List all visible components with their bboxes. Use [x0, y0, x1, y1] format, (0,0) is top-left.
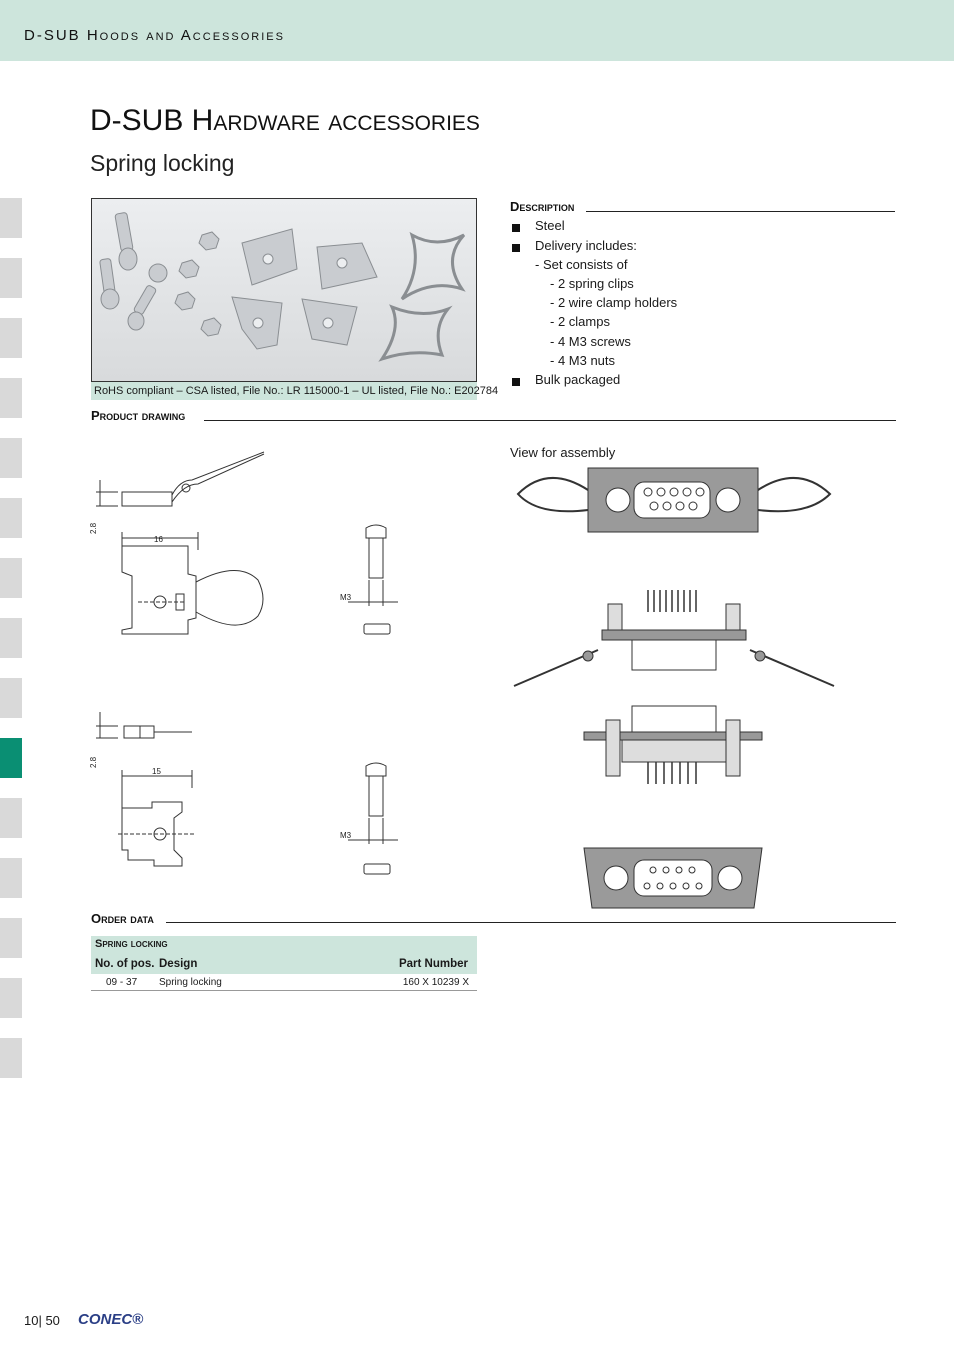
dim-clip-width: 16 [154, 535, 163, 544]
page-subtitle: Spring locking [90, 150, 235, 176]
product-photo [91, 198, 477, 382]
bullet-icon [512, 378, 520, 386]
chapter-tab[interactable] [0, 1038, 22, 1078]
product-drawing-rule [204, 420, 896, 421]
description-heading: Description [510, 199, 575, 214]
section-title: D-SUB Hoods and Accessories [24, 27, 285, 44]
page-title: D-SUB Hardware accessories [90, 104, 480, 137]
table-title: Spring locking [95, 938, 168, 950]
list-item: Delivery includes: [510, 238, 637, 253]
dim-clamp-height: 2.8 [89, 756, 98, 768]
technical-drawing: 2.8 16 M3 2.8 15 M3 [89, 451, 398, 875]
rohs-caption: RoHS compliant – CSA listed, File No.: L… [91, 382, 498, 400]
chapter-tab[interactable] [0, 198, 22, 238]
product-drawing-heading: Product drawing [91, 408, 186, 423]
bullet-icon [512, 244, 520, 252]
chapter-tab[interactable] [0, 978, 22, 1018]
chapter-tab[interactable] [0, 498, 22, 538]
bullet-icon [512, 224, 520, 232]
chapter-tab-active[interactable] [0, 738, 22, 778]
dim-screw1: M3 [340, 593, 352, 602]
cell-part-number: 160 X 10239 X [402, 977, 469, 988]
column-header: No. of pos. [95, 958, 155, 970]
chapter-tab[interactable] [0, 378, 22, 418]
chapter-tab[interactable] [0, 618, 22, 658]
order-table: Spring locking No. of pos. Design Part N… [91, 936, 477, 991]
assembly-label: View for assembly [510, 445, 616, 460]
cell-pos: 09 - 37 [106, 977, 138, 988]
column-header: Design [159, 958, 198, 970]
chapter-tab[interactable] [0, 558, 22, 598]
list-item: Steel [510, 218, 565, 233]
chapter-tab[interactable] [0, 798, 22, 838]
cell-design: Spring locking [159, 977, 222, 988]
dim-clamp-width: 15 [152, 767, 161, 776]
dim-screw2: M3 [340, 831, 352, 840]
list-item: - 2 spring clips [550, 276, 634, 291]
list-item: Bulk packaged [510, 372, 620, 387]
column-header: Part Number [398, 958, 468, 970]
table-row: 09 - 37 Spring locking 160 X 10239 X [91, 974, 477, 991]
order-data-rule [166, 922, 896, 923]
order-data-heading: Order data [91, 911, 154, 926]
chapter-tab[interactable] [0, 258, 22, 298]
assembly-drawing [513, 467, 835, 909]
list-item: - Set consists of [535, 257, 628, 272]
chapter-tab[interactable] [0, 318, 22, 358]
chapter-tab[interactable] [0, 438, 22, 478]
list-item: - 4 M3 nuts [550, 353, 616, 368]
list-item: - 4 M3 screws [550, 334, 631, 349]
page-number: 10| 50 [24, 1313, 60, 1328]
chapter-tab[interactable] [0, 678, 22, 718]
list-item: - 2 clamps [550, 314, 610, 329]
chapter-tab[interactable] [0, 918, 22, 958]
chapter-tab[interactable] [0, 858, 22, 898]
list-item: - 2 wire clamp holders [550, 295, 678, 310]
dim-clip-height: 2.8 [89, 522, 98, 534]
conec-logo: CONEC® [78, 1311, 144, 1328]
description-rule [586, 211, 895, 212]
table-header: Spring locking No. of pos. Design Part N… [91, 936, 477, 974]
page-header: D-SUB Hoods and Accessories [0, 0, 954, 61]
